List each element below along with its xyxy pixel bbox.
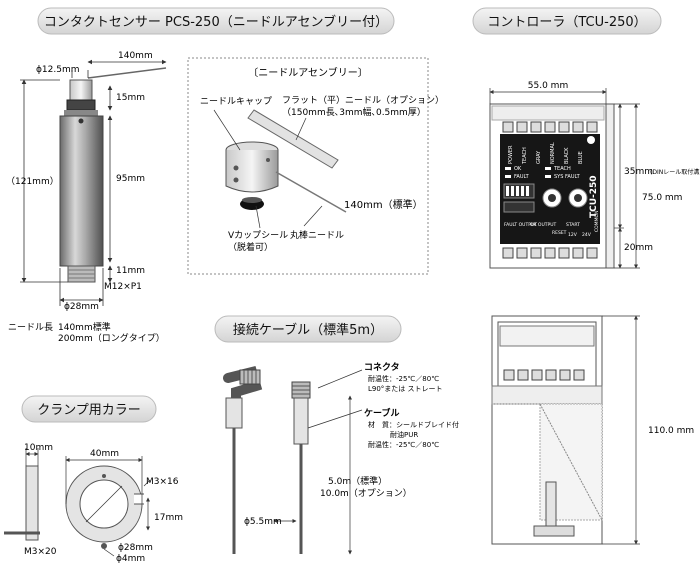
ctrl-label-gray: GRAY (536, 150, 542, 164)
clamp-m3x16: M3×16 (146, 477, 179, 487)
cable-title: ケーブル (364, 407, 399, 419)
vcup-seal-label: Vカップシール (228, 230, 288, 241)
connector-temp: 耐温性：-25℃／80℃ (368, 374, 439, 383)
vcup-seal-note: （脱着可） (228, 241, 273, 253)
svg-text:接続ケーブル（標準5m）: 接続ケーブル（標準5m） (233, 322, 383, 338)
clamp-m3x20: M3×20 (24, 547, 57, 557)
ctrl-label-blue: BLUE (578, 151, 584, 164)
controller-dim-35: 35mm (624, 167, 653, 177)
controller-din-note: (DINレール取付溝) (650, 168, 700, 176)
cable-material-2: 耐油PUR (390, 430, 418, 439)
controller-dim-75: 75.0 mm (642, 193, 682, 203)
ctrl-ok: OK (514, 166, 522, 172)
sensor-top-diameter: ϕ12.5mm (36, 65, 80, 75)
ctrl-label-teach: TEACH (522, 147, 528, 165)
clamp-section-title: クランプ用カラー (21, 395, 157, 423)
flat-needle-label: フラット（平）ニードル（オプション） (282, 95, 444, 106)
controller-height-dimension (602, 315, 640, 545)
flat-needle-spec: （150mm長､3mm幅､0.5mm厚） (282, 106, 426, 118)
cable-drawing (223, 365, 311, 554)
clamp-collar-drawing (4, 465, 146, 549)
connector-type: L90°または ストレート (368, 385, 443, 393)
needle-cap-label: ニードルキャップ (200, 96, 272, 107)
ctrl-bot-fault-output: FAULT OUTPUT (504, 222, 537, 228)
ctrl-label-normal: NORMAL (550, 142, 556, 164)
clamp-dim-40: 40mm (90, 449, 119, 459)
ctrl-sysfault: SYS FAULT (554, 174, 581, 180)
ctrl-bot-reset: RESET (552, 230, 567, 236)
controller-width: 55.0 mm (528, 81, 568, 91)
ctrl-bot-start: START (566, 222, 580, 228)
sensor-dim-11: 11mm (116, 266, 145, 276)
needle-assembly-leaders (213, 109, 323, 229)
needle-assembly-title: 〔ニードルアセンブリー〕 (248, 66, 368, 79)
clamp-dia-28: ϕ28mm (118, 543, 153, 553)
controller-section-title: コントローラ（TCU-250） (472, 7, 662, 35)
sensor-dim-15: 15mm (116, 93, 145, 103)
sensor-dimensions (20, 59, 167, 306)
cable-diameter: ϕ5.5mm (244, 517, 282, 527)
sensor-thread: M12×P1 (104, 282, 142, 292)
needle-length-standard: 140mm標準 (58, 321, 111, 333)
svg-text:コンタクトセンサー PCS-250（ニードルアセンブリー付）: コンタクトセンサー PCS-250（ニードルアセンブリー付） (44, 14, 388, 30)
cable-temp: 耐温性：-25℃／80℃ (368, 440, 439, 449)
sensor-dim-95: 95mm (116, 174, 145, 184)
controller-dimensions (489, 88, 640, 269)
sensor-section-title: コンタクトセンサー PCS-250（ニードルアセンブリー付） (37, 7, 395, 35)
contact-sensor-drawing (59, 67, 167, 283)
clamp-dim-17: 17mm (154, 513, 183, 523)
controller-dim-20: 20mm (624, 243, 653, 253)
ctrl-bot-common: COMMON (594, 211, 600, 232)
ctrl-bot-24v: 24V (582, 232, 592, 238)
cable-material: 材 質：シールドブレイド付 (368, 420, 459, 429)
teach-button-icon (587, 136, 595, 144)
needle-assembly-drawing (225, 109, 347, 213)
cable-section-title: 接続ケーブル（標準5m） (214, 315, 402, 343)
svg-text:クランプ用カラー: クランプ用カラー (37, 403, 141, 418)
controller-side-drawing (491, 315, 603, 545)
connector-title: コネクタ (364, 361, 400, 373)
ctrl-label-black: BLACK (564, 147, 570, 164)
clamp-dia-4: ϕ4mm (116, 554, 145, 564)
cable-length-option: 10.0m（オプション） (320, 488, 412, 499)
ctrl-fault: FAULT (514, 174, 530, 180)
needle-length-long: 200mm（ロングタイプ） (58, 332, 165, 344)
cable-dimensions (273, 369, 363, 555)
needle-length-label: ニードル長 (8, 322, 53, 333)
ctrl-bot-ok-output: OK OUTPUT (530, 222, 557, 228)
controller-model-text: TCU-250 (589, 175, 599, 218)
ctrl-label-power: POWER (508, 145, 514, 164)
needle-assembly-box (187, 57, 429, 275)
sensor-dim-121: （121mm） (6, 176, 59, 187)
clamp-dimensions (25, 448, 151, 557)
svg-text:コントローラ（TCU-250）: コントローラ（TCU-250） (487, 15, 646, 30)
ctrl-teach: TEACH (553, 166, 571, 172)
round-needle-label: 丸棒ニードル (290, 229, 344, 241)
sensor-needle-length: 140mm (118, 51, 153, 61)
controller-front-drawing: POWER TEACH GRAY NORMAL BLACK BLUE OK FA… (489, 103, 615, 269)
clamp-dim-10: 10mm (24, 443, 53, 453)
sensor-body-diameter: ϕ28mm (64, 302, 99, 312)
needle-standard-length: 140mm（標準） (344, 198, 423, 211)
cable-length-standard: 5.0m（標準） (328, 475, 387, 487)
ctrl-bot-12v: 12V (568, 232, 578, 238)
controller-height: 110.0 mm (648, 426, 694, 436)
